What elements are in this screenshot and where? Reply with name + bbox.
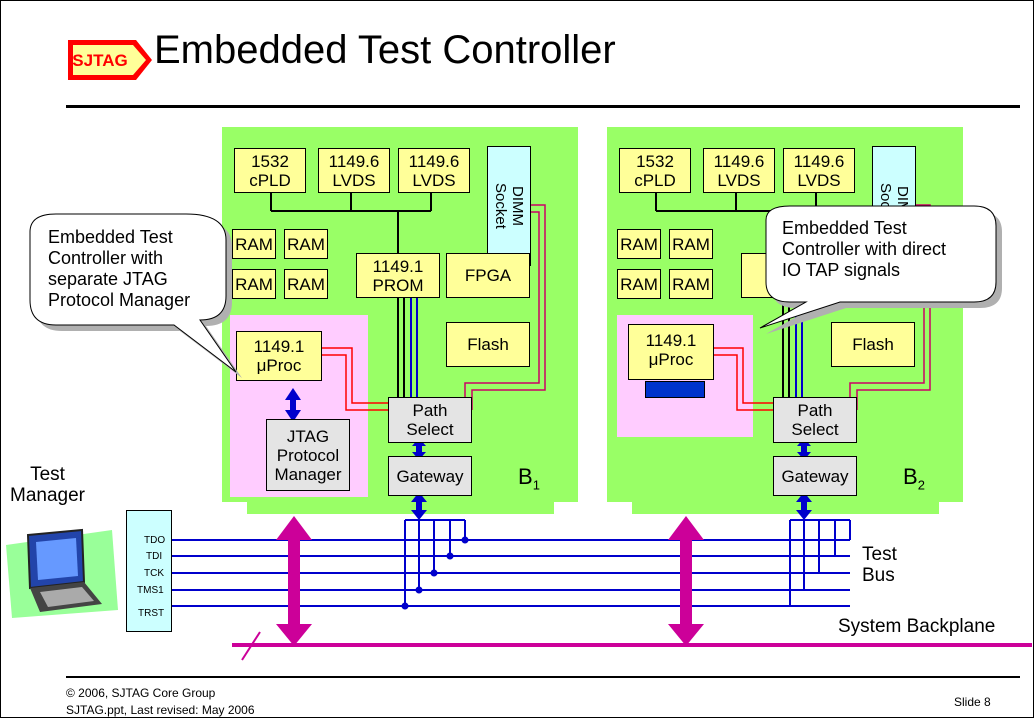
- signal-trst: TRST: [138, 608, 165, 619]
- board-b1-edge: [247, 500, 554, 514]
- flash-chip-b1: Flash: [446, 322, 530, 367]
- ram-b1-3: RAM: [232, 269, 276, 299]
- board-label-b2: B2: [903, 464, 925, 493]
- ram-b2-2: RAM: [669, 229, 713, 259]
- dimm-socket-b1: DIMM Socket: [487, 146, 531, 266]
- signal-tdi: TDI: [146, 551, 163, 562]
- fpga-chip-b1: FPGA: [446, 253, 530, 298]
- test-manager-label: Test Manager: [10, 464, 85, 506]
- cpld-chip-b1: 1532 cPLD: [234, 148, 306, 193]
- lvds-chip-1-b1: 1149.6 LVDS: [318, 148, 390, 193]
- test-bus-connector: [126, 510, 172, 632]
- gateway-b1: Gateway: [388, 456, 472, 496]
- ram-b2-3: RAM: [617, 269, 661, 299]
- board-label-b1: B1: [518, 464, 540, 493]
- footer-copyright: © 2006, SJTAG Core Group SJTAG.ppt, Last…: [66, 686, 255, 717]
- callout-direct-io: Embedded Test Controller with direct IO …: [782, 218, 947, 280]
- prom-chip-b1: 1149.1 PROM: [356, 253, 440, 298]
- page-title: Embedded Test Controller: [154, 28, 616, 72]
- lvds-chip-2-b1: 1149.6 LVDS: [398, 148, 470, 193]
- title-divider: [66, 105, 1020, 108]
- signal-tdo: TDO: [144, 535, 166, 546]
- direct-io-tap-block-b2: [645, 381, 705, 398]
- ram-b1-2: RAM: [284, 229, 328, 259]
- lvds-chip-1-b2: 1149.6 LVDS: [703, 148, 775, 193]
- jtag-protocol-manager-b1: JTAG Protocol Manager: [266, 419, 350, 491]
- ram-b1-1: RAM: [232, 229, 276, 259]
- board-b2-edge: [632, 500, 939, 514]
- system-backplane-label: System Backplane: [838, 616, 996, 637]
- signal-tck: TCK: [144, 568, 164, 579]
- uproc-chip-b1: 1149.1 μProc: [236, 331, 322, 381]
- callout-separate-jtag: Embedded Test Controller with separate J…: [48, 227, 191, 310]
- signal-tms1: TMS1: [137, 585, 164, 596]
- gateway-b2: Gateway: [773, 456, 857, 496]
- test-bus-label: Test Bus: [862, 544, 897, 586]
- lvds-chip-2-b2: 1149.6 LVDS: [783, 148, 855, 193]
- ram-b2-1: RAM: [617, 229, 661, 259]
- uproc-chip-b2: 1149.1 μProc: [628, 324, 714, 380]
- slide-number: Slide 8: [954, 695, 991, 709]
- path-select-b1: Path Select: [388, 397, 472, 443]
- cpld-chip-b2: 1532 cPLD: [619, 148, 691, 193]
- ram-b1-4: RAM: [284, 269, 328, 299]
- path-select-b2: Path Select: [773, 397, 857, 443]
- flash-chip-b2: Flash: [831, 322, 915, 367]
- ram-b2-4: RAM: [669, 269, 713, 299]
